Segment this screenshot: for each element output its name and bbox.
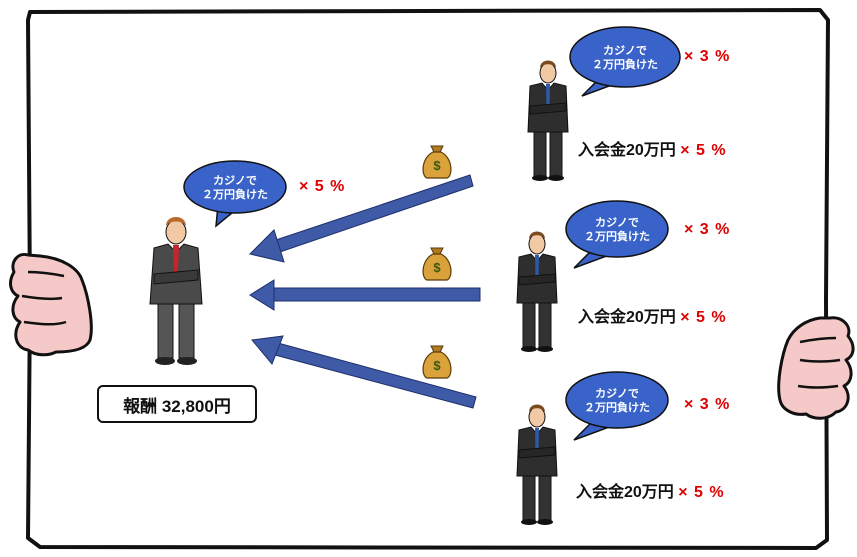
member-2-deposit-label: 入会金20万円: [578, 309, 676, 326]
member-2-loss-multiplier: × 3 %: [684, 221, 731, 238]
member-1-deposit: 入会金20万円 × 5 %: [578, 136, 727, 160]
svg-text:$: $: [433, 260, 441, 275]
member-3-bubble-line1: カジノで: [595, 388, 639, 400]
member-1-deposit-label: 入会金20万円: [578, 142, 676, 159]
center-multiplier: × 5 %: [299, 178, 346, 195]
center-bubble-line1: カジノで: [213, 175, 257, 187]
speech-bubble-member-1: [569, 26, 681, 97]
center-bubble-text: カジノで ２万円負けた: [190, 174, 280, 202]
member-3-bubble-line2: ２万円負けた: [584, 402, 650, 414]
member-1-loss-multiplier: × 3 %: [684, 48, 731, 65]
businessman-member-1-figure: [527, 60, 569, 181]
svg-text:$: $: [433, 358, 441, 373]
reward-box: 報酬 32,800円: [97, 385, 257, 423]
left-hand: [9, 252, 93, 357]
arrow-top: [249, 174, 474, 263]
member-2-bubble-line1: カジノで: [595, 217, 639, 229]
money-bag-icon: $: [422, 345, 452, 379]
right-hand: [777, 316, 855, 420]
member-3-bubble-text: カジノで ２万円負けた: [572, 387, 662, 415]
member-3-deposit-label: 入会金20万円: [576, 484, 674, 501]
businessman-center-figure: [149, 217, 203, 365]
member-3-deposit: 入会金20万円 × 5 %: [576, 478, 725, 502]
speech-bubble-member-2: [565, 200, 669, 269]
member-2-deposit: 入会金20万円 × 5 %: [578, 303, 727, 327]
member-3-loss-multiplier: × 3 %: [684, 396, 731, 413]
member-1-bubble-line2: ２万円負けた: [592, 59, 658, 71]
member-2-bubble-line2: ２万円負けた: [584, 231, 650, 243]
arrow-bottom: [251, 335, 477, 409]
member-2-bubble-text: カジノで ２万円負けた: [572, 216, 662, 244]
arrow-middle: [249, 279, 481, 311]
member-2-deposit-multiplier: × 5 %: [680, 309, 727, 326]
speech-bubble-member-3: [565, 371, 669, 441]
money-bag-icon: $: [422, 247, 452, 281]
money-bag-icon: $: [422, 145, 452, 179]
center-bubble-line2: ２万円負けた: [202, 189, 268, 201]
businessman-member-3-figure: [516, 404, 558, 525]
speech-bubble-center: [183, 160, 287, 228]
member-1-bubble-line1: カジノで: [603, 45, 647, 57]
member-1-deposit-multiplier: × 5 %: [680, 142, 727, 159]
svg-text:$: $: [433, 158, 441, 173]
member-3-deposit-multiplier: × 5 %: [678, 484, 725, 501]
member-1-bubble-text: カジノで ２万円負けた: [580, 44, 670, 72]
businessman-member-2-figure: [516, 231, 558, 352]
